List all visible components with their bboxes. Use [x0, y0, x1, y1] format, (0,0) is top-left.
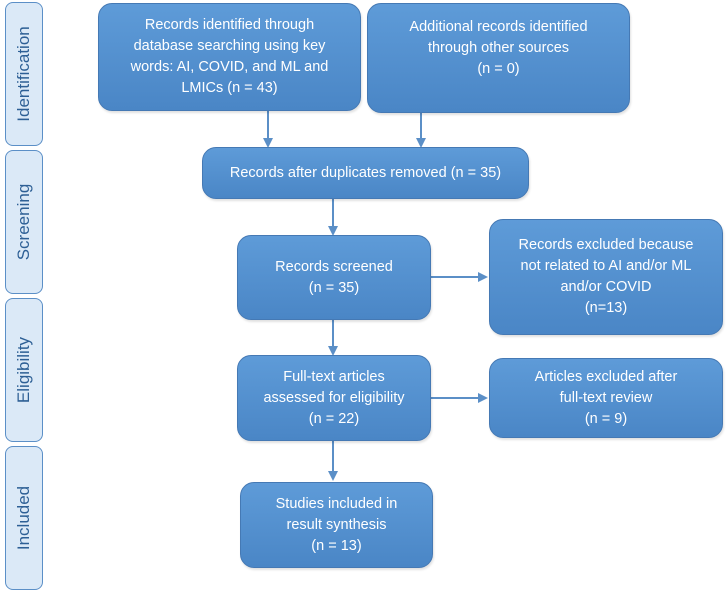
fulltext-assessed-box: Full-text articles assessed for eligibil… — [237, 355, 431, 441]
articles-excluded-text: Articles excluded after full-text review… — [534, 368, 678, 427]
articles-excluded-box: Articles excluded after full-text review… — [489, 358, 723, 438]
fulltext-assessed-text: Full-text articles assessed for eligibil… — [263, 368, 405, 427]
studies-included-text: Studies included in result synthesis (n … — [275, 495, 398, 554]
records-excluded-box: Records excluded because not related to … — [489, 219, 723, 335]
records-screened-text: Records screened (n = 35) — [275, 258, 393, 296]
after-duplicates-text: Records after duplicates removed (n = 35… — [229, 164, 502, 181]
additional-records-box: Additional records identified through ot… — [367, 3, 630, 113]
records-excluded-text: Records excluded because not related to … — [518, 237, 694, 316]
records-identified-box: Records identified through database sear… — [98, 3, 361, 111]
records-screened-box: Records screened (n = 35) — [237, 235, 431, 320]
additional-records-text: Additional records identified through ot… — [409, 18, 588, 77]
phase-screening: Screening — [5, 150, 43, 294]
after-duplicates-box: Records after duplicates removed (n = 35… — [202, 147, 529, 199]
records-identified-text: Records identified through database sear… — [130, 17, 329, 96]
phase-eligibility: Eligibility — [5, 298, 43, 442]
studies-included-box: Studies included in result synthesis (n … — [240, 482, 433, 568]
phase-identification: Identification — [5, 2, 43, 146]
phase-included: Included — [5, 446, 43, 590]
